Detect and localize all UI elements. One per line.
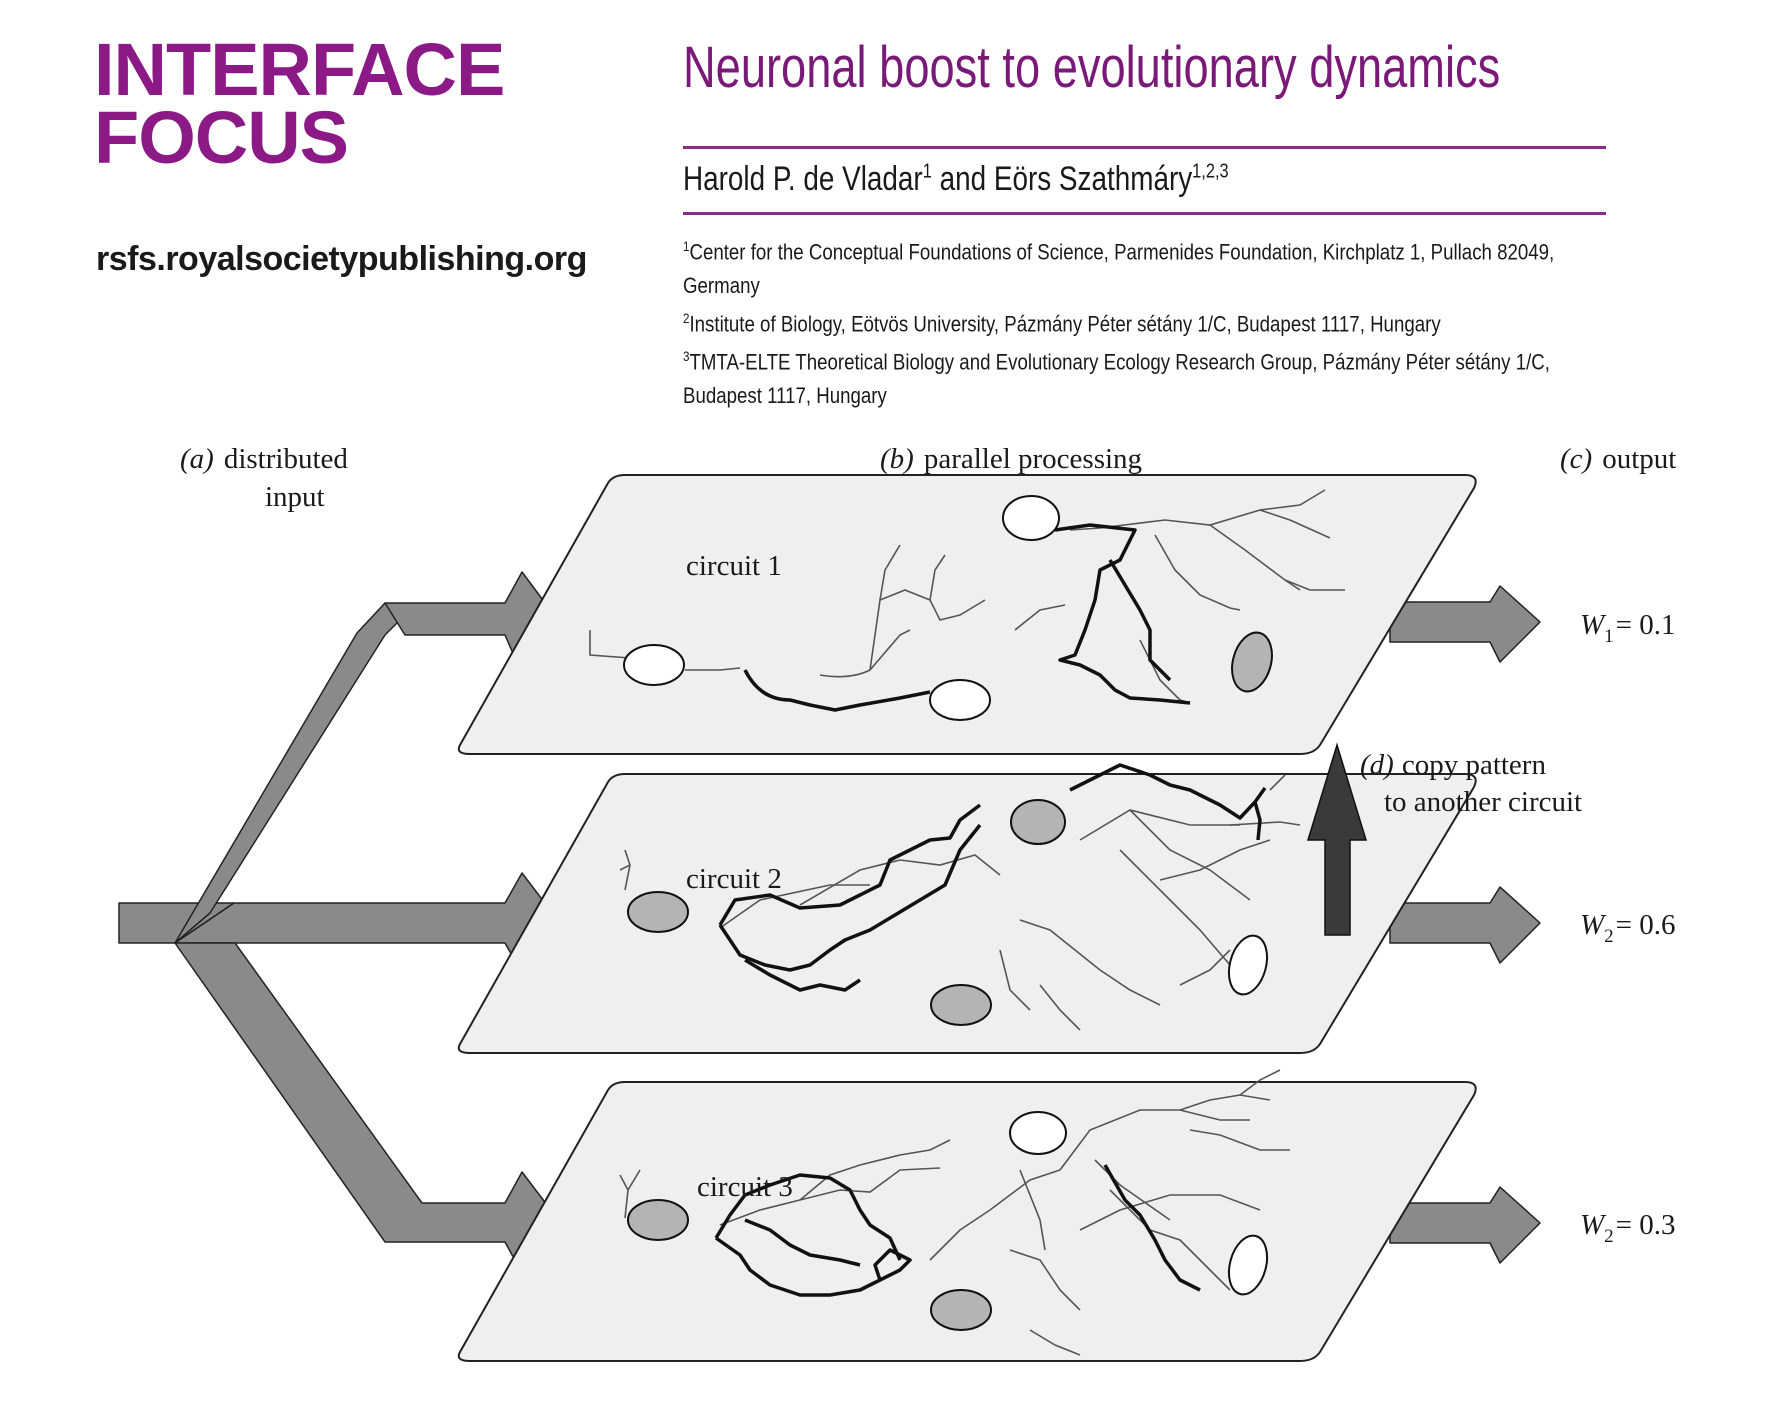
figure-neural-circuits: (a) distributed input (b) parallel process… <box>118 443 1676 1362</box>
author-2: Eörs Szathmáry <box>993 160 1193 198</box>
weight-2-subscript: 2 <box>1604 926 1614 947</box>
panel-c-text: output <box>1602 443 1676 475</box>
circuit-2-neuron-3 <box>930 984 992 1026</box>
circuit-1-neuron-2 <box>1002 495 1060 541</box>
branch-up <box>174 602 406 944</box>
panel-d-letter: (d) <box>1360 749 1394 781</box>
panel-c-letter: (c) <box>1560 443 1592 475</box>
copy-pattern-arrow <box>1306 742 1368 936</box>
circuit-1-neuron-4 <box>1231 631 1273 693</box>
author-1: Harold P. de Vladar <box>683 160 923 198</box>
circuit-3-network: circuit 3 <box>619 1069 1290 1356</box>
output-arrow-1 <box>1389 585 1541 663</box>
weight-2-value: = 0.6 <box>1616 909 1676 941</box>
arrow-circuit3 <box>174 942 561 1274</box>
panel-d-line2: to another circuit <box>1384 786 1582 818</box>
circuit-3-dendrites <box>619 1069 1290 1356</box>
panel-a-line1: distributed <box>224 443 349 475</box>
circuit-1-neuron-3 <box>929 679 991 721</box>
title-rule <box>683 146 1606 149</box>
author-line: Harold P. de Vladar1 and Eörs Szathmáry1… <box>683 160 1229 199</box>
circuit-3-neuron-4 <box>1227 1234 1269 1296</box>
journal-logo: INTERFACE FOCUS <box>94 28 505 179</box>
output-arrows <box>1389 585 1541 1264</box>
panel-d-label-line1: (d)copy pattern <box>1360 749 1546 781</box>
author-2-affil: 1,2,3 <box>1192 160 1229 183</box>
circuit-plane-1 <box>457 474 1477 755</box>
author-1-affil: 1 <box>922 160 932 183</box>
circuit-1-active-path <box>743 523 1191 712</box>
circuit-plane-2 <box>457 773 1477 1054</box>
affiliation-2-num: 2 <box>683 309 690 326</box>
weight-3-symbol: W <box>1580 1209 1607 1241</box>
circuit-3-label: circuit 3 <box>697 1171 793 1203</box>
circuit-planes <box>457 474 1477 1362</box>
weight-1-symbol: W <box>1580 609 1607 641</box>
circuit-1-label: circuit 1 <box>686 550 782 582</box>
affiliation-3-num: 3 <box>683 348 690 364</box>
circuit-2-label: circuit 2 <box>686 863 782 895</box>
panel-d-line1: copy pattern <box>1402 749 1547 781</box>
output-arrow-2 <box>1389 886 1541 964</box>
weight-1-subscript: 1 <box>1604 626 1614 647</box>
journal-name-line1: INTERFACE <box>94 28 505 111</box>
arrow-circuit2 <box>174 872 561 974</box>
affiliation-3-text: TMTA-ELTE Theoretical Biology and Evolut… <box>683 349 1550 408</box>
panel-a-letter: (a) <box>180 443 214 475</box>
affiliation-3: 3TMTA-ELTE Theoretical Biology and Evolu… <box>683 340 1596 412</box>
weight-2-symbol: W <box>1580 909 1607 941</box>
panel-a-header: (a) distributed <box>180 443 348 475</box>
article-title: Neuronal boost to evolutionary dynamics <box>683 35 1501 100</box>
circuit-3-active-path <box>714 1164 1201 1297</box>
circuit-plane-3 <box>457 1081 1477 1362</box>
circuit-2-neuron-1 <box>627 891 689 933</box>
journal-name-line2: FOCUS <box>94 96 349 179</box>
circuit-3-neuron-2 <box>1009 1111 1067 1155</box>
weight-3-subscript: 2 <box>1604 1226 1614 1247</box>
circuit-2-neuron-2 <box>1010 799 1066 845</box>
circuit-2-active-path <box>718 763 1267 992</box>
weight-circuit-2: W2= 0.6 <box>1580 909 1676 947</box>
affiliation-1-num: 1 <box>683 238 690 254</box>
weight-circuit-3: W2= 0.3 <box>1580 1209 1676 1247</box>
panel-b-text: parallel processing <box>924 443 1142 475</box>
panel-b-header: (b) parallel processing <box>880 443 1142 475</box>
circuit-2-neuron-4 <box>1227 934 1269 996</box>
circuit-3-neuron-1 <box>627 1199 689 1241</box>
affiliation-1-text: Center for the Conceptual Foundations of… <box>683 239 1555 298</box>
output-arrow-3 <box>1389 1186 1541 1264</box>
panel-c-header: (c) output <box>1560 443 1676 475</box>
panel-b-letter: (b) <box>880 443 914 475</box>
weight-3-value: = 0.3 <box>1616 1209 1676 1241</box>
circuit-3-neuron-3 <box>930 1289 992 1331</box>
input-arrows <box>118 571 561 1274</box>
circuit-1-dendrites <box>589 489 1345 704</box>
circuit-2-network: circuit 2 <box>619 763 1301 1031</box>
circuit-1-neuron-1 <box>623 644 685 686</box>
affiliation-2-text: Institute of Biology, Eötvös University,… <box>689 311 1441 336</box>
weight-circuit-1: W1= 0.1 <box>1580 609 1676 647</box>
affiliation-2: 2Institute of Biology, Eötvös University… <box>683 302 1596 341</box>
affiliation-1: 1Center for the Conceptual Foundations o… <box>683 230 1596 302</box>
affiliations: 1Center for the Conceptual Foundations o… <box>683 230 1596 412</box>
author-rule <box>683 212 1606 215</box>
weight-1-value: = 0.1 <box>1616 609 1676 641</box>
author-and: and <box>931 160 994 198</box>
panel-a-line2: input <box>265 481 325 513</box>
journal-website[interactable]: rsfs.royalsocietypublishing.org <box>96 240 587 278</box>
circuit-1-network: circuit 1 <box>589 489 1345 721</box>
